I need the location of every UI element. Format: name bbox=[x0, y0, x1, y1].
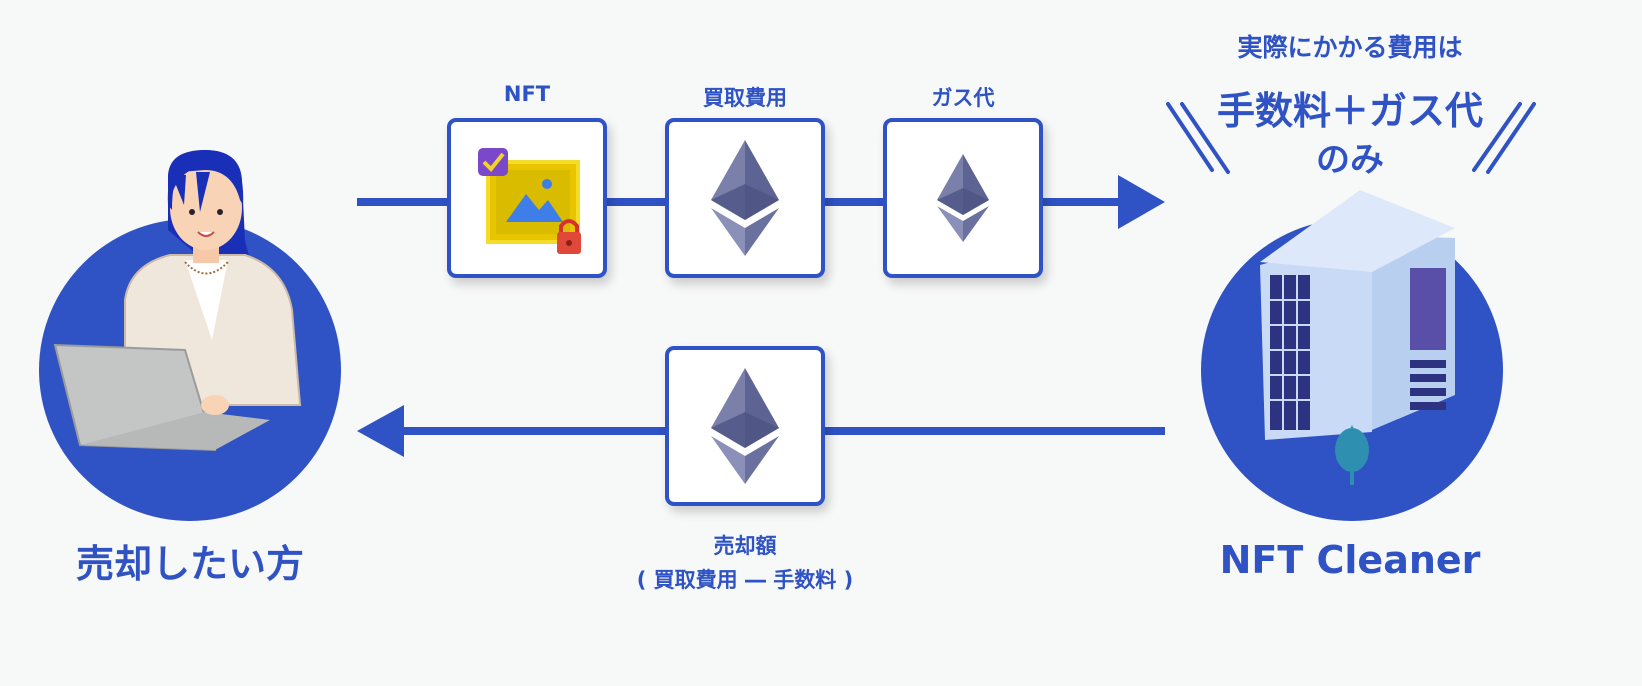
gas-fee-label: ガス代 bbox=[931, 86, 995, 110]
sale-amount-card bbox=[665, 346, 825, 506]
nft-image-icon bbox=[478, 148, 581, 254]
sale-amount-formula: ( 買取費用 ― 手数料 ) bbox=[636, 568, 854, 592]
sale-amount-label: 売却額 bbox=[713, 534, 777, 558]
nft-card bbox=[447, 118, 607, 278]
ethereum-icon bbox=[711, 368, 779, 484]
callout-line3: のみ bbox=[1316, 140, 1384, 180]
gas-fee-card bbox=[883, 118, 1043, 278]
nft-label: NFT bbox=[503, 82, 551, 106]
callout-line1: 実際にかかる費用は bbox=[1237, 33, 1463, 62]
purchase-cost-card bbox=[665, 118, 825, 278]
purchase-cost-label: 買取費用 bbox=[703, 86, 787, 110]
ethereum-icon bbox=[711, 140, 779, 256]
company-label: NFT Cleaner bbox=[1219, 538, 1481, 582]
ethereum-icon bbox=[937, 154, 989, 242]
seller-label: 売却したい方 bbox=[75, 542, 304, 586]
callout-line2: 手数料＋ガス代 bbox=[1216, 89, 1483, 133]
